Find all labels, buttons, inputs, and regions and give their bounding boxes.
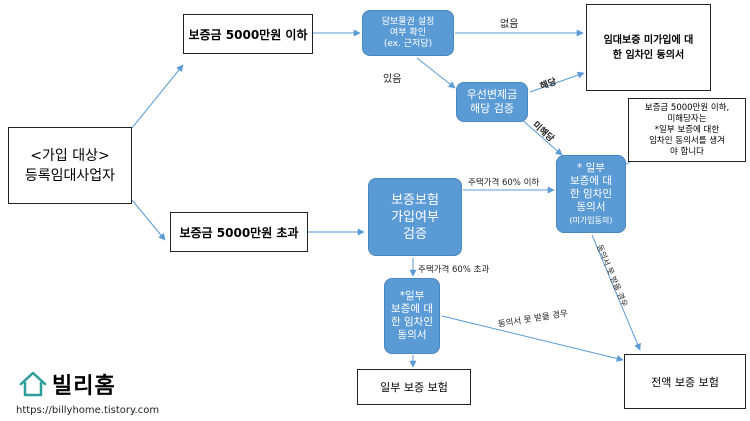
arrow-lowerconsent-to-full	[441, 315, 624, 362]
consent-partial-upper-main: * 일부 보증에 대 한 임차인 동의서	[570, 161, 612, 213]
arrow-upperconsent-to-full	[591, 234, 641, 351]
arrow-priority-to-consent	[529, 71, 585, 93]
target-box: <가입 대상> 등록임대사업자	[8, 127, 132, 204]
consent-partial-lower-box: *일부 보증에 대 한 임차인 동의서	[384, 278, 440, 354]
house-icon	[19, 371, 47, 397]
consent-partial-upper-box: * 일부 보증에 대 한 임차인 동의서 (미가입동의)	[556, 155, 626, 233]
arrow-target-to-under	[131, 64, 184, 129]
insurance-check-box: 보증보험 가입여부 검증	[368, 178, 462, 256]
arrow-collateral-to-priority	[416, 57, 456, 89]
note-under-box: 보증금 5000만원 이하, 미해당자는 *일부 보증에 대한 임차인 동의서를…	[628, 98, 746, 162]
label-none: 없음	[500, 19, 519, 30]
blog-url: https://billyhome.tistory.com	[16, 405, 160, 416]
label-price-over: 주택가격 60% 초과	[418, 265, 490, 275]
collateral-check-box: 담보물권 설정 여부 확인 (ex. 근저당)	[362, 10, 454, 56]
partial-insurance-box: 일부 보증 보험	[357, 369, 471, 405]
arrow-priority-to-upperconsent	[519, 117, 563, 156]
full-insurance-box: 전액 보증 보험	[624, 354, 746, 409]
consent-partial-upper-sub: (미가입동의)	[569, 215, 613, 225]
label-exists: 있음	[383, 74, 402, 85]
label-price-under: 주택가격 60% 이하	[468, 178, 540, 188]
arrow-target-to-over	[131, 199, 166, 241]
deposit-over-box: 보증금 5000만원 초과	[170, 212, 308, 252]
deposit-under-box: 보증금 5000만원 이하	[183, 14, 313, 54]
priority-check-box: 우선변제금 해당 검증	[456, 82, 528, 122]
brand-name: 빌리홈	[52, 374, 116, 399]
consent-not-joined-box: 임대보증 미가입에 대 한 임차인 동의서	[586, 4, 711, 91]
brand-logo: 빌리홈	[18, 368, 116, 400]
